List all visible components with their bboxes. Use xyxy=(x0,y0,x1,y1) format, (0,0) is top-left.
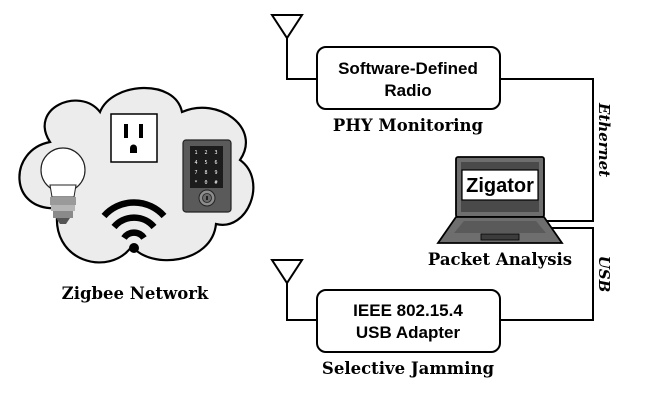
usb-antenna-feed xyxy=(286,272,317,321)
ethernet-link xyxy=(500,78,594,222)
zigbee-network-caption: Zigbee Network xyxy=(62,284,209,303)
usb-adapter-box: IEEE 802.15.4 USB Adapter xyxy=(316,289,501,353)
sdr-antenna-feed xyxy=(286,27,317,80)
laptop-icon: Zigator xyxy=(436,156,564,244)
keypad-key: 1 xyxy=(194,150,197,156)
laptop-screen-text: Zigator xyxy=(466,175,534,197)
selective-jamming-caption: Selective Jamming xyxy=(322,359,495,378)
wifi-icon xyxy=(101,199,167,241)
keypad-key: 8 xyxy=(204,170,207,176)
keypad-key: 4 xyxy=(194,160,197,166)
packet-analysis-caption: Packet Analysis xyxy=(428,250,572,269)
keypad-key: # xyxy=(214,180,217,186)
keypad-key: 5 xyxy=(204,160,207,166)
keypad-key: 2 xyxy=(204,150,207,156)
keypad: 1 2 3 4 5 6 7 8 9 * 0 # xyxy=(194,150,217,186)
keypad-key: 6 xyxy=(214,160,217,166)
zigbee-network-group: 1 2 3 4 5 6 7 8 9 * 0 # Zigbee N xyxy=(18,86,255,303)
phy-monitoring-caption: PHY Monitoring xyxy=(333,116,484,135)
sdr-title-line2: Radio xyxy=(384,81,431,100)
smart-lock-icon: 1 2 3 4 5 6 7 8 9 * 0 # xyxy=(182,139,232,213)
sdr-title-line1: Software-Defined xyxy=(338,59,478,78)
connection-lines xyxy=(286,27,594,321)
light-bulb-icon xyxy=(40,147,86,224)
usb-link xyxy=(500,227,594,321)
ethernet-label: Ethernet xyxy=(595,102,613,177)
keypad-key: 3 xyxy=(214,150,217,156)
power-outlet-icon xyxy=(110,113,158,163)
usb-adapter-title-line1: IEEE 802.15.4 xyxy=(353,301,463,320)
keypad-key: 7 xyxy=(194,170,197,176)
keypad-key: 0 xyxy=(204,180,207,186)
usb-label: USB xyxy=(595,256,613,293)
usb-adapter-title-line2: USB Adapter xyxy=(356,323,461,342)
sdr-antenna-icon xyxy=(270,14,304,40)
usb-adapter-antenna-icon xyxy=(270,259,304,285)
wifi-dot xyxy=(129,243,139,253)
keypad-key: 9 xyxy=(214,170,217,176)
sdr-box: Software-Defined Radio xyxy=(316,46,501,110)
keypad-key: * xyxy=(194,180,197,186)
